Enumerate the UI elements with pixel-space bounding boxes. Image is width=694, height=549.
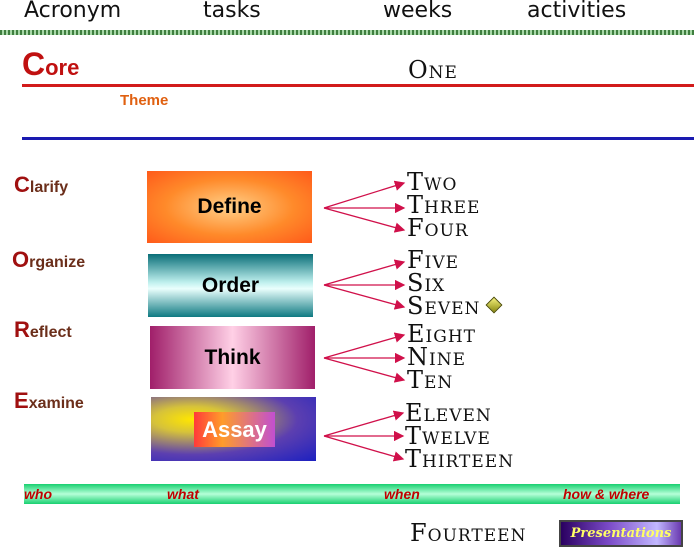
week-two: Two bbox=[407, 168, 458, 196]
acronym-reflect: Reflect bbox=[14, 317, 72, 343]
task-think-box: Think bbox=[150, 326, 315, 389]
header-weeks: weeks bbox=[383, 0, 453, 23]
week-seven: Seven bbox=[407, 292, 481, 320]
week-fourteen: Fourteen bbox=[410, 519, 527, 547]
week-thirteen: Thirteen bbox=[405, 445, 515, 473]
task-define-label: Define bbox=[197, 195, 262, 218]
acronym-clarify: Clarify bbox=[14, 172, 68, 198]
task-assay-label: Assay bbox=[194, 412, 275, 447]
header-acronym: Acronym bbox=[24, 0, 122, 23]
arrow bbox=[323, 410, 405, 437]
header-activities: activities bbox=[527, 0, 627, 23]
theme-label: Theme bbox=[120, 92, 169, 109]
week-eight: Eight bbox=[407, 320, 476, 348]
acronym-organize: Organize bbox=[12, 247, 85, 273]
task-define-box: Define bbox=[147, 171, 312, 243]
header-tasks: tasks bbox=[203, 0, 261, 23]
arrow bbox=[323, 435, 405, 462]
presentations-button[interactable]: Presentations bbox=[559, 520, 683, 547]
week-three: Three bbox=[407, 191, 481, 219]
blue-divider bbox=[22, 137, 694, 140]
week-twelve: Twelve bbox=[405, 422, 491, 450]
arrow bbox=[323, 180, 406, 209]
band-who: who bbox=[24, 486, 52, 502]
task-order-box: Order bbox=[148, 254, 313, 317]
core-initial: C bbox=[22, 46, 46, 82]
week-four: Four bbox=[407, 214, 469, 242]
acronym-rest: rganize bbox=[29, 254, 86, 271]
bottom-band bbox=[24, 484, 680, 504]
acronym-initial: E bbox=[14, 388, 29, 413]
arrow bbox=[323, 357, 406, 383]
band-how-where: how & where bbox=[563, 486, 650, 502]
acronym-initial: O bbox=[12, 247, 30, 272]
week-ten: Ten bbox=[407, 366, 454, 394]
arrow bbox=[323, 259, 406, 286]
acronym-rest: xamine bbox=[28, 395, 84, 412]
week-six: Six bbox=[407, 269, 446, 297]
week-one: One bbox=[408, 56, 458, 84]
week-five: Five bbox=[407, 246, 460, 274]
arrow bbox=[323, 207, 406, 233]
acronym-initial: R bbox=[14, 317, 30, 342]
acronym-initial: C bbox=[14, 172, 30, 197]
core-heading: Core bbox=[22, 46, 79, 83]
arrow bbox=[323, 284, 406, 310]
task-order-label: Order bbox=[201, 273, 260, 297]
band-what: what bbox=[167, 486, 199, 502]
band-when: when bbox=[384, 486, 420, 502]
task-think-label: Think bbox=[204, 345, 261, 369]
week-eleven: Eleven bbox=[405, 399, 492, 427]
week-nine: Nine bbox=[407, 343, 466, 371]
acronym-examine: Examine bbox=[14, 388, 84, 414]
arrow bbox=[323, 332, 406, 359]
core-rest: ore bbox=[45, 55, 80, 80]
acronym-rest: eflect bbox=[29, 324, 72, 341]
acronym-rest: larify bbox=[29, 179, 69, 196]
red-divider bbox=[22, 84, 694, 87]
header-divider bbox=[0, 30, 694, 35]
